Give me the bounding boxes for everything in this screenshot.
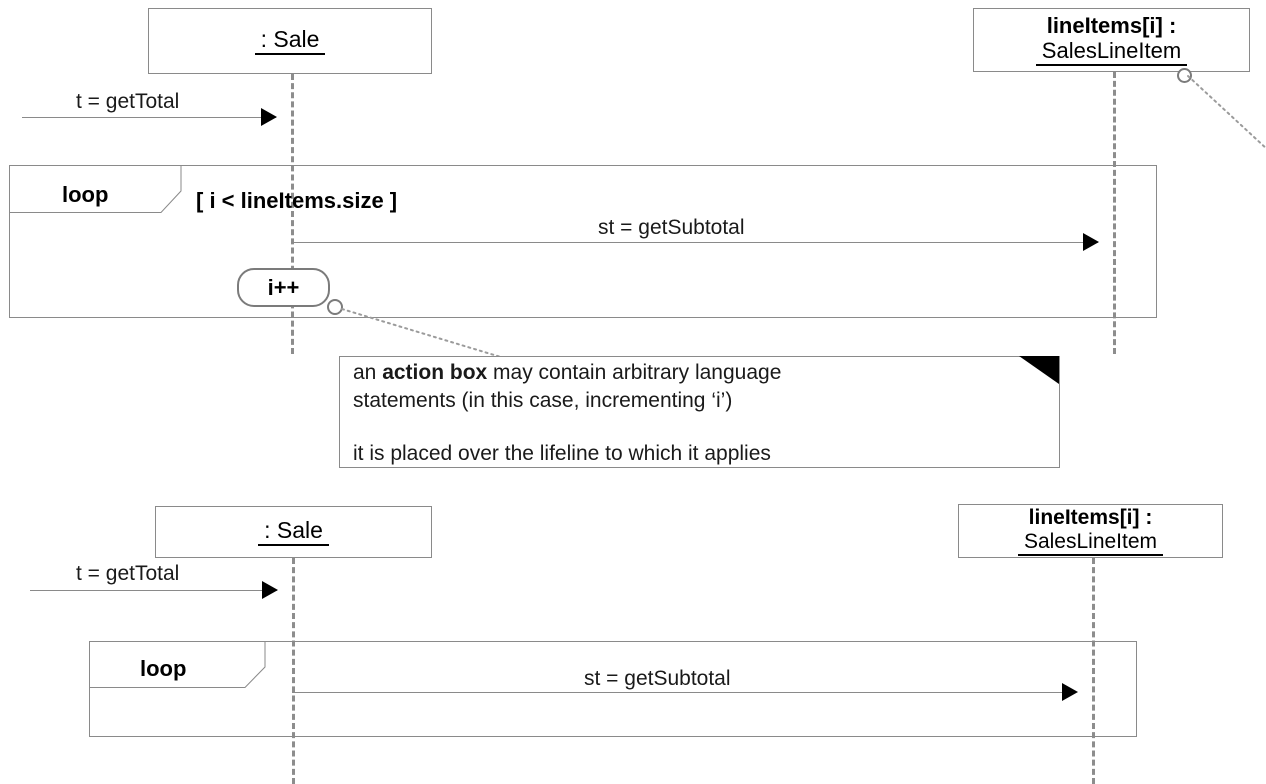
top-participant-lineitems-label-1: lineItems[i] : [1046, 12, 1177, 38]
action-box-note[interactable] [339, 356, 1060, 468]
top-action-box[interactable]: i++ [237, 268, 330, 307]
bottom-message-get-total-label: t = getTotal [76, 562, 180, 585]
bottom-message-get-total-line [30, 590, 277, 591]
top-loop-fragment-frame[interactable] [9, 165, 1157, 318]
note-folded-corner-icon [1019, 356, 1059, 384]
top-participant-sale-box[interactable]: : Sale [148, 8, 432, 74]
top-loop-fragment-operator-label: loop [62, 182, 109, 207]
top-message-get-total-label: t = getTotal [76, 90, 180, 113]
top-loop-guard-label: [ i < lineItems.size ] [196, 188, 398, 213]
bottom-message-get-subtotal-arrowhead [1062, 683, 1078, 701]
top-participant-lineitems-label-2: SalesLineItem [1035, 38, 1188, 67]
bottom-lifeline-sale [292, 558, 295, 784]
top-message-get-total-arrowhead [261, 108, 277, 126]
bottom-participant-lineitems-label-1: lineItems[i] : [1028, 505, 1153, 529]
top-action-box-label: i++ [267, 274, 300, 300]
top-lineitems-anchor-circle [1177, 68, 1192, 83]
note-line-2: statements (in this case, incrementing ‘… [353, 389, 733, 412]
bottom-participant-lineitems-box[interactable]: lineItems[i] : SalesLineItem [958, 504, 1223, 558]
top-lineitems-leader-line [1187, 75, 1266, 150]
bottom-message-get-subtotal-line [292, 692, 1076, 693]
top-action-box-anchor-circle [327, 299, 343, 315]
bottom-participant-sale-box[interactable]: : Sale [155, 506, 432, 558]
bottom-message-get-subtotal-label: st = getSubtotal [584, 667, 731, 690]
top-lifeline-sale [291, 74, 294, 354]
top-lifeline-lineitems [1113, 72, 1116, 354]
note-line-1: an action box may contain arbitrary lang… [353, 360, 781, 387]
bottom-loop-fragment-frame[interactable] [89, 641, 1137, 737]
bottom-participant-sale-label: : Sale [258, 517, 329, 547]
bottom-loop-fragment-operator-label: loop [140, 656, 187, 681]
top-message-get-subtotal-arrowhead [1083, 233, 1099, 251]
note-line-1-seg-1: an [353, 361, 383, 384]
bottom-message-get-total-arrowhead [262, 581, 278, 599]
top-message-get-subtotal-label: st = getSubtotal [598, 216, 745, 239]
bottom-participant-lineitems-label-2: SalesLineItem [1017, 530, 1164, 557]
top-participant-sale-label: : Sale [254, 26, 326, 56]
top-participant-lineitems-box[interactable]: lineItems[i] : SalesLineItem [973, 8, 1250, 72]
bottom-loop-fragment-tag [89, 641, 279, 688]
note-line-1-seg-2: action box [382, 361, 488, 384]
top-message-get-total-line [22, 117, 276, 118]
top-loop-fragment-tag [9, 165, 195, 213]
note-line-1-seg-3: may contain arbitrary language [487, 361, 782, 384]
note-line-3: it is placed over the lifeline to which … [353, 442, 771, 465]
bottom-lifeline-lineitems [1092, 558, 1095, 784]
top-message-get-subtotal-line [291, 242, 1098, 243]
